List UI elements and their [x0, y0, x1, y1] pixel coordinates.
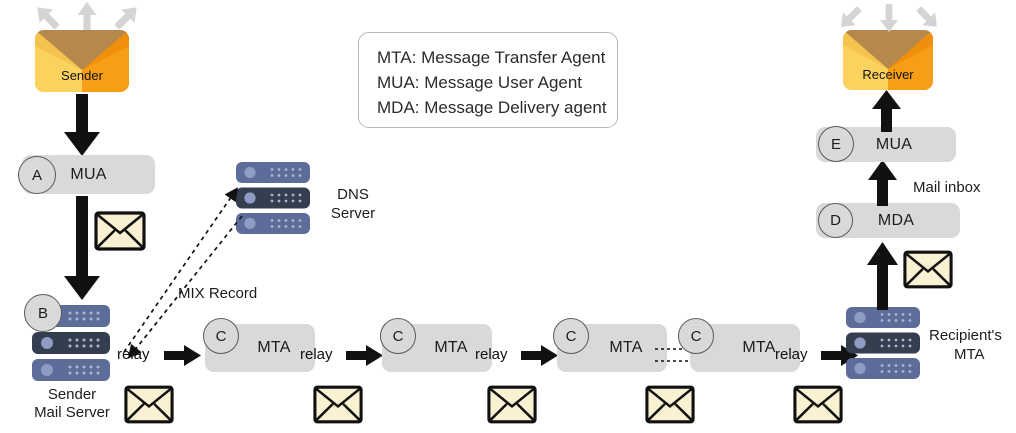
mail-icon-3	[313, 385, 363, 424]
mail-icon-1	[94, 211, 146, 251]
arrow-recipientmta-to-mda	[867, 242, 898, 310]
mail-icon-4	[487, 385, 537, 424]
legend-line-mua: MUA: Message User Agent	[377, 73, 583, 92]
arrow-mua-to-receiver	[872, 90, 901, 132]
sender-envelope-icon: Sender	[35, 30, 129, 92]
mail-icon-6	[793, 385, 843, 424]
step-badge-c-4: C	[678, 318, 714, 354]
arrow-relay-4	[821, 345, 858, 366]
legend-line-mta: MTA: Message Transfer Agent	[377, 48, 606, 67]
step-badge-e: E	[818, 126, 854, 162]
recipient-mta-server-icon[interactable]	[846, 307, 920, 384]
arrow-relay-1	[164, 345, 201, 366]
receiver-envelope-icon: Receiver	[843, 30, 933, 90]
mta-chain-ellipsis-connector	[655, 348, 697, 362]
dns-lookup-arrows	[123, 187, 243, 359]
mail-inbox-label: Mail inbox	[913, 179, 981, 196]
arrow-mda-to-mua	[868, 160, 897, 206]
sender-envelope-caption: Sender	[61, 68, 103, 83]
mail-icon-7	[903, 250, 953, 289]
receiver-envelope-caption: Receiver	[862, 67, 914, 82]
relay-label-3: relay	[475, 346, 508, 363]
step-badge-c-1: C	[203, 318, 239, 354]
legend-box: MTA: Message Transfer Agent MUA: Message…	[358, 32, 618, 128]
arrow-relay-2	[346, 345, 383, 366]
dns-server-icon[interactable]	[236, 162, 310, 239]
relay-label-2: relay	[300, 346, 333, 363]
recipient-mda-label: MDA	[877, 211, 915, 229]
dns-server-label-line1: DNS	[337, 186, 369, 203]
sender-mail-server-label-line2: Mail Server	[34, 404, 110, 421]
sender-mail-server-label-line1: Sender	[47, 386, 97, 403]
step-badge-d: D	[818, 203, 853, 238]
mta-label-2: MTA	[434, 339, 468, 356]
mail-icon-2	[124, 385, 174, 424]
recipient-mta-label-line2: MTA	[954, 346, 985, 363]
mta-label-4: MTA	[742, 339, 776, 356]
step-badge-c-2: C	[380, 318, 416, 354]
recipient-mta-label-line1: Recipient's	[929, 327, 1002, 344]
sender-mua-label: MUA	[70, 165, 107, 183]
step-badge-b: B	[24, 294, 62, 332]
relay-label-4: relay	[775, 346, 808, 363]
step-badge-c-3: C	[553, 318, 589, 354]
relay-label-1: relay	[117, 346, 150, 363]
mta-label-1: MTA	[257, 339, 291, 356]
sender-hint-arrows	[37, 2, 137, 32]
step-badge-a: A	[18, 156, 56, 194]
recipient-mua-label: MUA	[875, 135, 913, 153]
mail-icon-5	[645, 385, 695, 424]
receiver-hint-arrows	[841, 4, 937, 32]
dns-server-label-line2: Server	[330, 205, 376, 222]
arrow-sender-to-mua	[64, 94, 100, 156]
arrow-relay-3	[521, 345, 558, 366]
arrow-mua-to-mailserver	[64, 196, 100, 300]
mta-label-3: MTA	[609, 339, 643, 356]
dns-lookup-label: MIX Record	[178, 285, 258, 302]
legend-line-mda: MDA: Message Delivery agent	[377, 98, 607, 117]
